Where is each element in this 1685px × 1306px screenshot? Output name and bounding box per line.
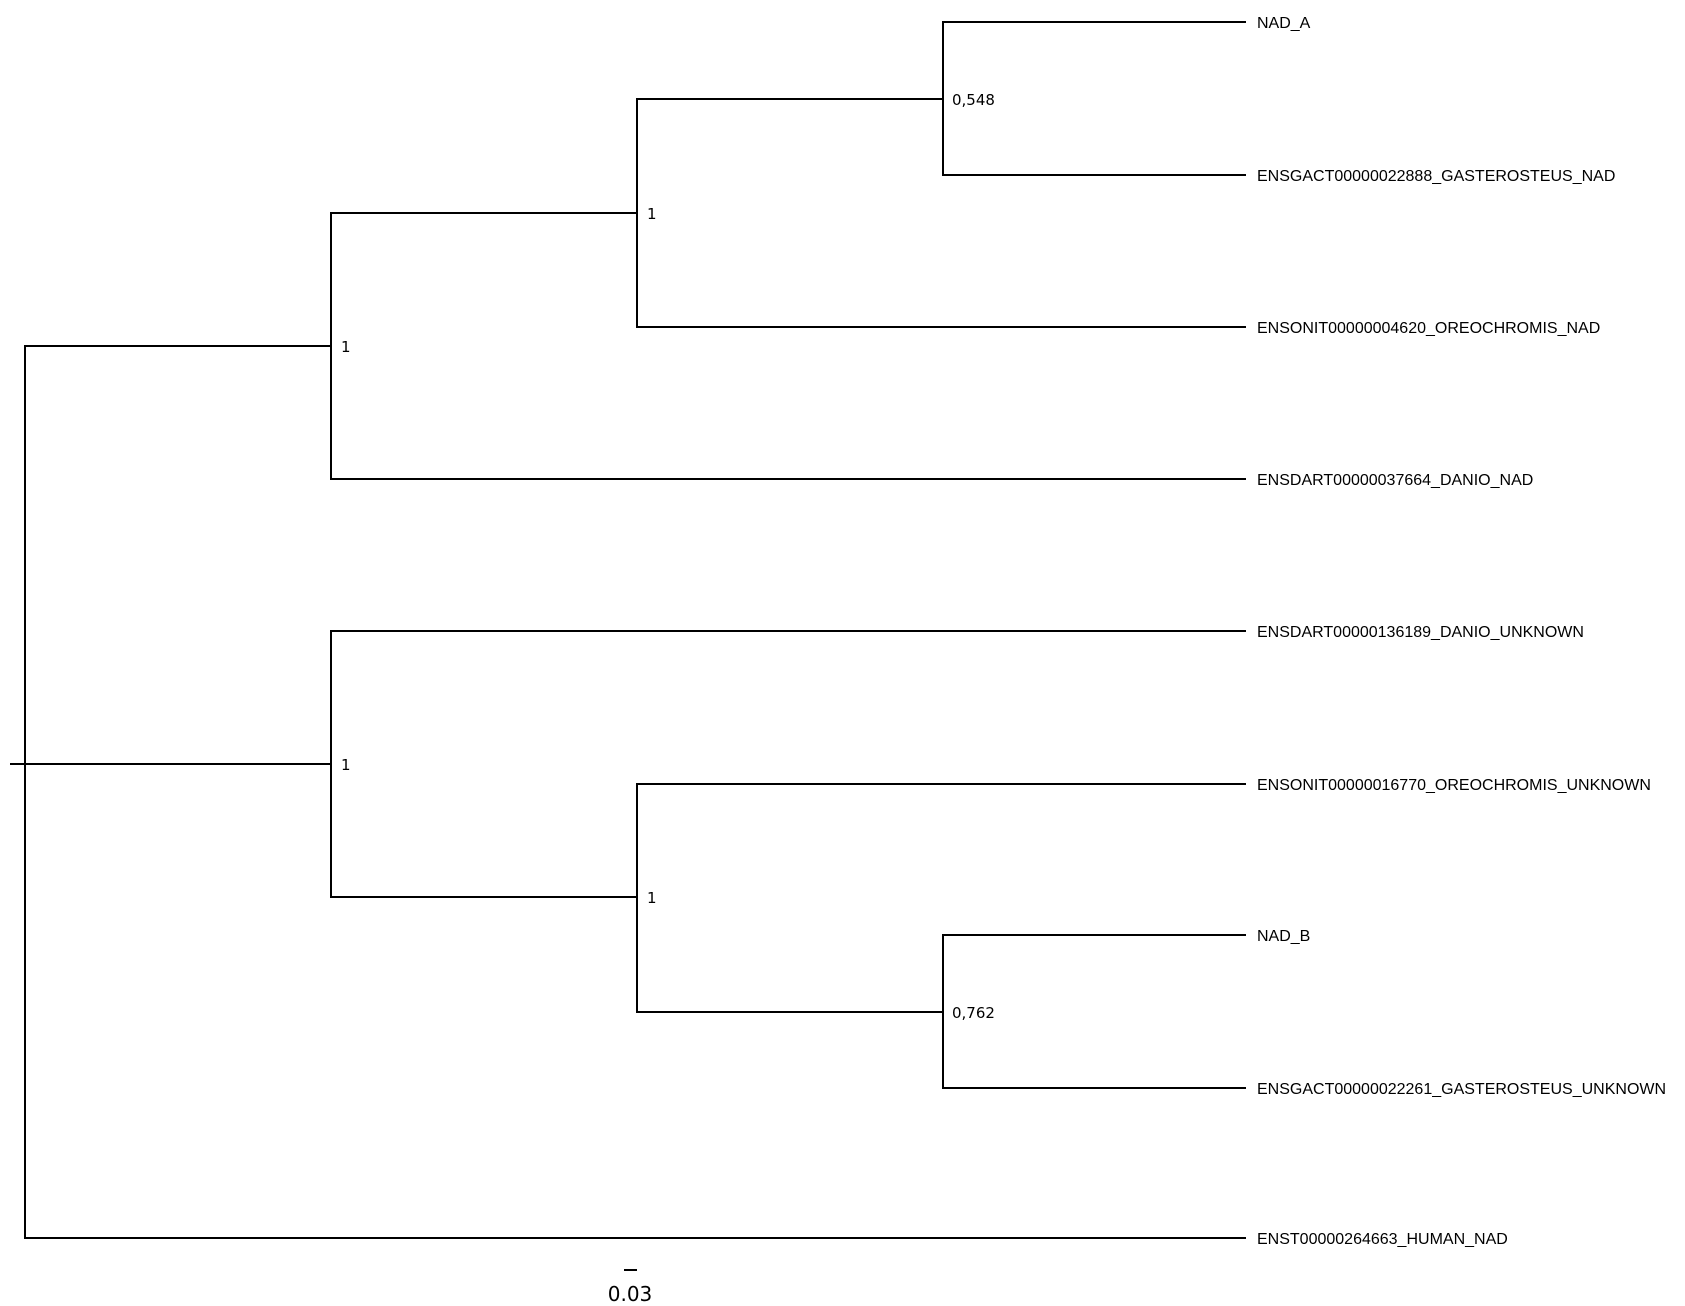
leaf-label-human-nad: ENST00000264663_HUMAN_NAD <box>1257 1231 1508 1248</box>
leaf-label-gast-nad: ENSGACT00000022888_GASTEROSTEUS_NAD <box>1257 168 1615 185</box>
support-clade-a-inner: 0,548 <box>952 91 995 109</box>
support-clade-b-root: 1 <box>341 756 351 774</box>
leaf-label-nad-b: NAD_B <box>1257 928 1310 945</box>
leaf-label-oreo-nad: ENSONIT00000004620_OREOCHROMIS_NAD <box>1257 320 1600 337</box>
support-clade-a-root: 1 <box>341 338 351 356</box>
leaf-label-danio-unk: ENSDART00000136189_DANIO_UNKNOWN <box>1257 624 1584 641</box>
leaf-label-danio-nad: ENSDART00000037664_DANIO_NAD <box>1257 472 1533 489</box>
support-clade-b-inner: 0,762 <box>952 1004 995 1022</box>
leaf-label-nad-a: NAD_A <box>1257 15 1311 32</box>
scale-bar-label: 0.03 <box>608 1282 653 1306</box>
leaf-label-gast-unk: ENSGACT00000022261_GASTEROSTEUS_UNKNOWN <box>1257 1081 1666 1098</box>
support-clade-b-mid: 1 <box>647 889 657 907</box>
support-clade-a-mid: 1 <box>647 205 657 223</box>
leaf-label-oreo-unk: ENSONIT00000016770_OREOCHROMIS_UNKNOWN <box>1257 777 1651 794</box>
